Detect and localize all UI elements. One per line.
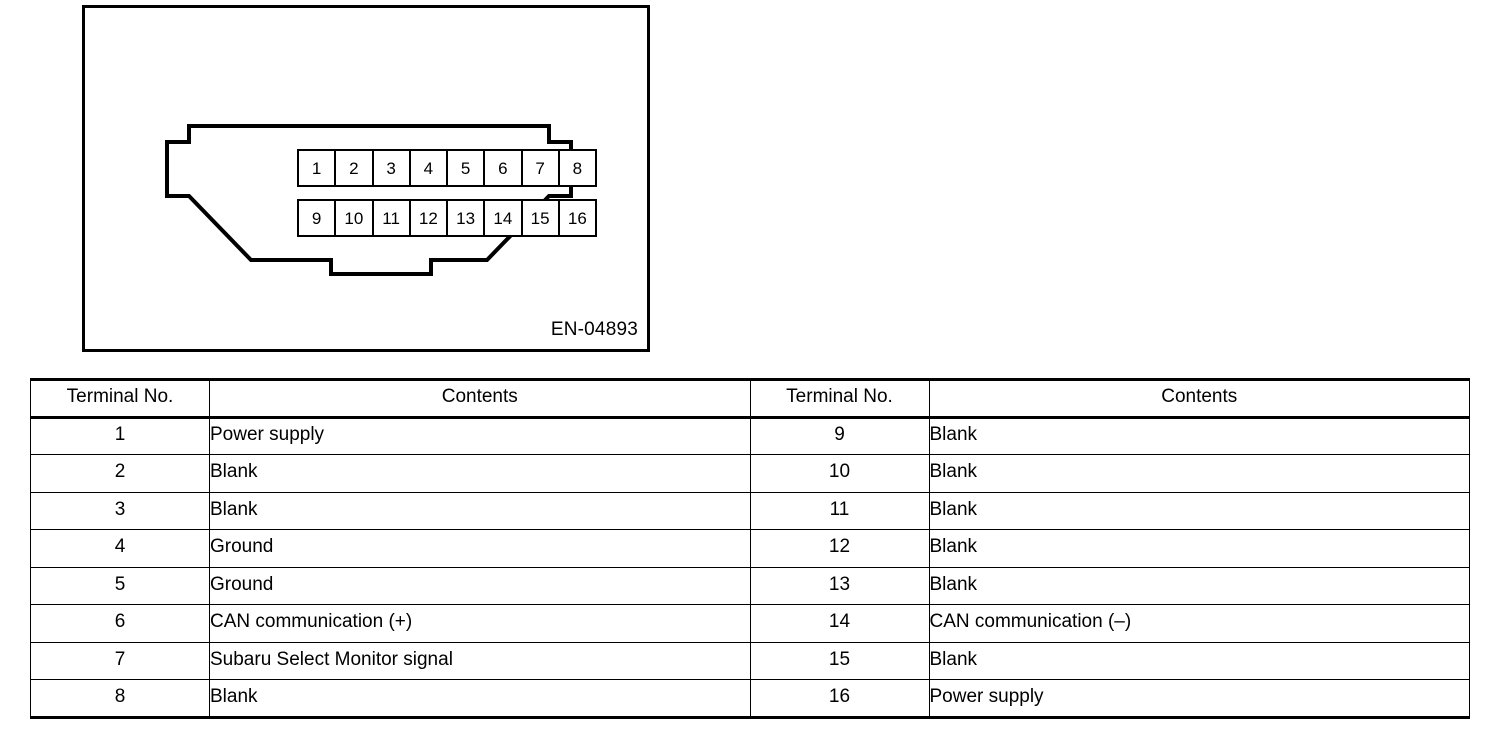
cell-terminal-no-left: 2 xyxy=(30,454,210,493)
connector-pin-grid: 1 2 3 4 5 6 7 8 9 10 11 12 13 14 15 16 xyxy=(297,149,597,237)
cell-contents-right: CAN communication (–) xyxy=(928,604,1470,643)
pin-cell-9: 9 xyxy=(299,201,337,235)
pin-cell-3: 3 xyxy=(374,151,411,185)
connector-figure-box: 1 2 3 4 5 6 7 8 9 10 11 12 13 14 15 16 E… xyxy=(82,5,650,352)
cell-contents-left: Blank xyxy=(209,454,751,493)
cell-contents-left: Subaru Select Monitor signal xyxy=(209,641,751,680)
pin-cell-10: 10 xyxy=(336,201,374,235)
terminal-contents-table: Terminal No. Contents Terminal No. Conte… xyxy=(30,378,1470,719)
pin-cell-6: 6 xyxy=(485,151,523,185)
pin-cell-7: 7 xyxy=(523,151,560,185)
pin-cell-16: 16 xyxy=(567,208,587,228)
cell-terminal-no-right: 14 xyxy=(749,604,930,643)
pin-cell-8: 8 xyxy=(572,158,583,178)
cell-terminal-no-left: 8 xyxy=(30,679,210,719)
header-contents-left: Contents xyxy=(209,378,751,419)
figure-code-label: EN-04893 xyxy=(550,319,638,340)
header-terminal-no-left: Terminal No. xyxy=(30,378,210,419)
pin-cell-2: 2 xyxy=(336,151,374,185)
cell-terminal-no-left: 3 xyxy=(30,491,210,530)
pin-cell-12: 12 xyxy=(411,201,448,235)
cell-contents-right: Power supply xyxy=(928,679,1470,719)
cell-terminal-no-right: 9 xyxy=(749,416,930,455)
cell-contents-right: Blank xyxy=(928,454,1470,493)
cell-contents-right: Blank xyxy=(928,641,1470,680)
cell-terminal-no-left: 1 xyxy=(30,416,210,455)
pin-cell-11: 11 xyxy=(374,201,411,235)
cell-contents-right: Blank xyxy=(928,491,1470,530)
cell-terminal-no-right: 10 xyxy=(749,454,930,493)
cell-contents-left: Blank xyxy=(209,491,751,530)
pin-cell-14: 14 xyxy=(485,201,523,235)
cell-terminal-no-right: 12 xyxy=(749,529,930,568)
cell-contents-left: Ground xyxy=(209,529,751,568)
pin-cell-1: 1 xyxy=(299,151,337,185)
cell-terminal-no-right: 11 xyxy=(749,491,930,530)
pin-cell-5: 5 xyxy=(448,151,486,185)
cell-contents-right: Blank xyxy=(928,529,1470,568)
cell-terminal-no-left: 7 xyxy=(30,641,210,680)
cell-terminal-no-right: 15 xyxy=(749,641,930,680)
cell-contents-left: Power supply xyxy=(209,416,751,455)
cell-terminal-no-left: 6 xyxy=(30,604,210,643)
pin-cell-4: 4 xyxy=(411,151,448,185)
pin-row-top: 1 2 3 4 5 6 7 8 xyxy=(297,149,597,187)
cell-terminal-no-right: 16 xyxy=(749,679,930,719)
cell-terminal-no-right: 13 xyxy=(749,566,930,605)
cell-contents-left: Ground xyxy=(209,566,751,605)
header-contents-right: Contents xyxy=(928,378,1470,419)
cell-terminal-no-left: 5 xyxy=(30,566,210,605)
cell-contents-right: Blank xyxy=(928,566,1470,605)
cell-contents-left: Blank xyxy=(209,679,751,719)
pin-cell-13: 13 xyxy=(448,201,486,235)
table-header-row: Terminal No. Contents Terminal No. Conte… xyxy=(30,378,1470,419)
pin-row-bottom: 9 10 11 12 13 14 15 16 xyxy=(297,199,597,237)
cell-contents-right: Blank xyxy=(928,416,1470,455)
header-terminal-no-right: Terminal No. xyxy=(749,378,930,419)
cell-terminal-no-left: 4 xyxy=(30,529,210,568)
cell-contents-left: CAN communication (+) xyxy=(209,604,751,643)
pin-cell-15: 15 xyxy=(523,201,560,235)
